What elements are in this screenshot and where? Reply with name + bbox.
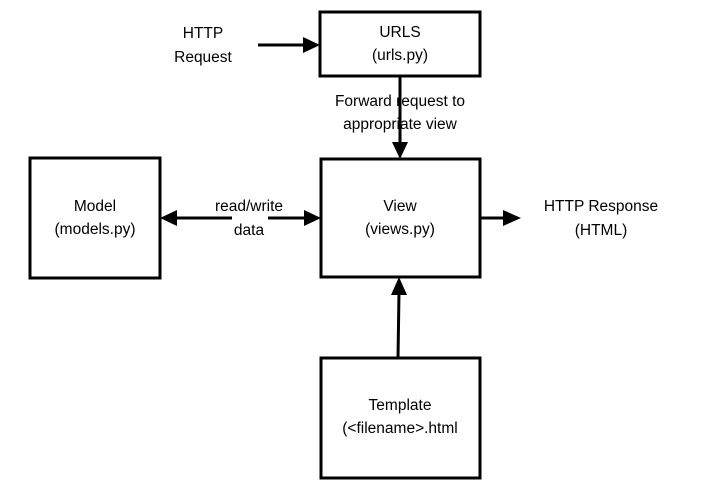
template-box-rect[interactable]	[319, 356, 482, 480]
forward-request-line2: appropriate view	[343, 116, 458, 133]
label-forward-request: Forward request to appropriate view	[335, 93, 465, 133]
arrow-http-request-head	[303, 37, 320, 53]
model-subtitle: (models.py)	[55, 221, 136, 238]
read-write-line2: data	[234, 222, 265, 239]
arrow-model-to-view	[268, 210, 321, 226]
read-write-line1: read/write	[215, 198, 283, 215]
view-title: View	[383, 198, 417, 215]
arrow-view-to-http-response	[480, 210, 521, 226]
arrow-view-to-model	[160, 210, 232, 226]
template-subtitle: (<filename>.html	[342, 420, 457, 437]
node-template[interactable]: Template (<filename>.html	[319, 356, 482, 480]
view-box-rect[interactable]	[319, 157, 482, 279]
label-http-request: HTTP Request	[174, 25, 232, 66]
model-title: Model	[74, 198, 116, 215]
node-model[interactable]: Model (models.py)	[28, 156, 162, 280]
node-view[interactable]: View (views.py)	[319, 157, 482, 279]
arrow-urls-view-head	[392, 142, 408, 159]
arrow-http-request-to-urls	[258, 37, 320, 53]
label-http-response: HTTP Response (HTML)	[544, 198, 658, 239]
http-response-line2: (HTML)	[575, 222, 628, 239]
http-response-line1: HTTP Response	[544, 198, 658, 215]
template-title: Template	[369, 397, 432, 414]
arrow-template-view-line	[396, 291, 401, 359]
arrow-template-view-head	[391, 277, 407, 295]
view-subtitle: (views.py)	[365, 221, 435, 238]
arrow-template-to-view	[391, 277, 407, 359]
arrow-urls-to-view	[392, 76, 408, 159]
urls-title: URLS	[379, 24, 420, 41]
arrow-view-model-head	[160, 210, 177, 226]
label-read-write-data: read/write data	[215, 198, 283, 239]
arrow-model-view-head	[304, 210, 321, 226]
model-box-rect[interactable]	[28, 156, 162, 280]
http-request-line2: Request	[174, 49, 232, 66]
arrow-view-response-head	[503, 210, 521, 226]
node-urls[interactable]: URLS (urls.py)	[318, 10, 482, 78]
urls-box-rect[interactable]	[318, 10, 482, 78]
http-request-line1: HTTP	[183, 25, 223, 42]
forward-request-line1: Forward request to	[335, 93, 465, 110]
urls-subtitle: (urls.py)	[372, 47, 428, 64]
